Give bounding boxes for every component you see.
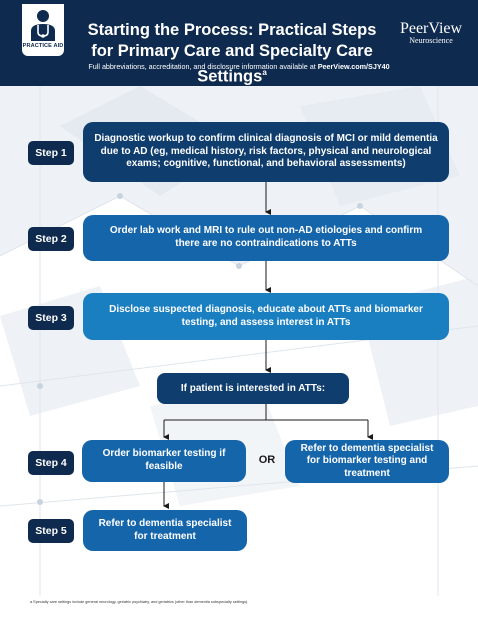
header-banner: PRACTICE AID Starting the Process: Pract… [0, 0, 478, 86]
step-3-label: Step 3 [28, 306, 74, 330]
title-line-1: Starting the Process: Practical Steps [87, 21, 377, 39]
step-2-label: Step 2 [28, 227, 74, 251]
step-1-label: Step 1 [28, 141, 74, 165]
step-4-right-box: Refer to dementia specialist for biomark… [285, 440, 449, 483]
page-title: Starting the Process: Practical Steps fo… [68, 20, 396, 88]
peerview-link[interactable]: PeerView.com/SJY40 [317, 62, 390, 71]
footnote: a Specialty care settings include genera… [30, 600, 249, 604]
step-3-box: Disclose suspected diagnosis, educate ab… [83, 293, 449, 340]
decision-box: If patient is interested in ATTs: [157, 373, 349, 404]
disclosure-line: Full abbreviations, accreditation, and d… [88, 62, 390, 71]
step-4-left-box: Order biomarker testing if feasible [82, 440, 246, 482]
brand-subtitle: Neuroscience [409, 36, 453, 45]
step-2-box: Order lab work and MRI to rule out non-A… [83, 215, 449, 261]
practice-aid-badge: PRACTICE AID [22, 4, 64, 56]
or-separator: OR [258, 454, 276, 466]
step-5-box: Refer to dementia specialist for treatme… [83, 510, 247, 551]
doctor-icon [31, 10, 55, 41]
footnote-marker: a [262, 68, 267, 77]
badge-label: PRACTICE AID [22, 43, 64, 49]
step-4-label: Step 4 [28, 451, 74, 475]
step-5-label: Step 5 [28, 519, 74, 543]
step-1-box: Diagnostic workup to confirm clinical di… [83, 122, 449, 182]
brand-logo: PeerView [399, 20, 463, 37]
title-line-2: for Primary Care and Specialty Care Sett… [91, 42, 373, 86]
